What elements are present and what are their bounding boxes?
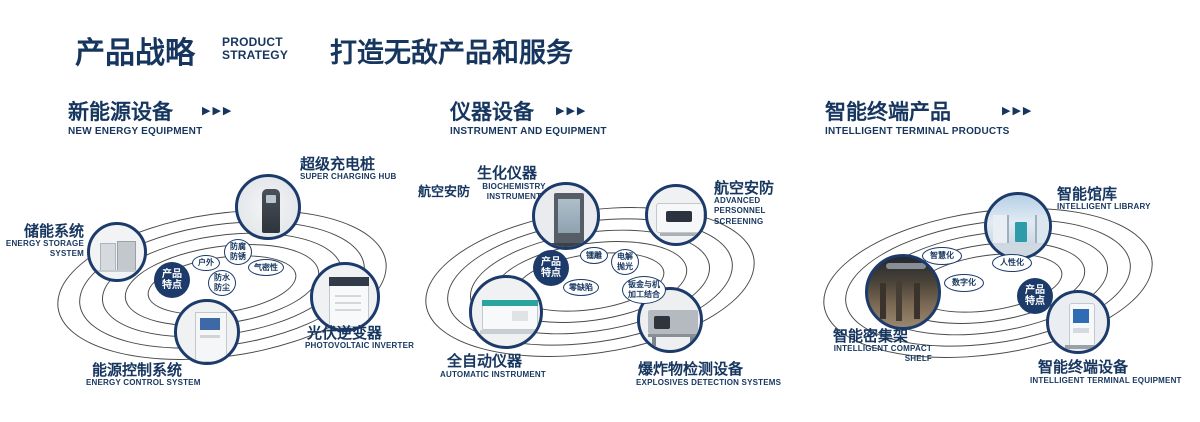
photo-shape — [200, 318, 220, 330]
photo-shape — [200, 335, 220, 338]
item-sublabel-explosives-detection: EXPLOSIVES DETECTION SYSTEMS — [636, 378, 782, 387]
photo-shape — [648, 334, 698, 337]
photo-shape — [654, 316, 670, 329]
photo-shape — [329, 277, 369, 286]
item-sublabel-intelligent-library: INTELLIGENT LIBRARY — [1057, 202, 1151, 211]
photo-shape — [480, 330, 538, 334]
photo-intelligent-library — [984, 192, 1052, 260]
item-label-biochemistry: 生化仪器 — [477, 165, 538, 182]
item-sublabel-aviation-security: ADVANCED PERSONNEL SCREENING — [714, 196, 766, 226]
section-subtitle-new-energy: NEW ENERGY EQUIPMENT — [68, 126, 203, 137]
feature-bubble: 数字化 — [944, 274, 984, 292]
photo-shape — [666, 211, 692, 222]
item-sublabel-energy-control: ENERGY CONTROL SYSTEM — [86, 378, 201, 387]
page-title-en: PRODUCT STRATEGY — [222, 36, 288, 62]
side-label-aviation-security: 航空安防 — [418, 184, 471, 199]
item-label-inverter: 光伏逆变器 — [307, 325, 383, 342]
photo-shape — [558, 199, 580, 233]
photo-energy-control — [174, 299, 240, 365]
feature-bubble: 电解抛光 — [611, 249, 639, 275]
photo-shape — [96, 270, 144, 272]
feature-bubble: 户外 — [192, 255, 220, 271]
photo-shape — [335, 302, 361, 304]
feature-bubble: 镭雕 — [580, 247, 608, 264]
feature-bubble: 防水防尘 — [208, 270, 236, 296]
triple-chevron-icon: ▶▶▶ — [1002, 105, 1034, 117]
photo-shape — [266, 195, 276, 203]
feature-bubble: 人性化 — [992, 254, 1032, 272]
feature-bubble: 防腐防锈 — [224, 239, 252, 265]
photo-shape — [896, 281, 902, 321]
item-label-energy-control: 能源控制系统 — [92, 362, 183, 379]
triple-chevron-icon: ▶▶▶ — [202, 105, 234, 117]
photo-shape — [652, 337, 656, 346]
item-sublabel-intelligent-terminal: INTELLIGENT TERMINAL EQUIPMENT — [1030, 376, 1182, 385]
photo-explosives-detection — [637, 287, 703, 353]
photo-photovoltaic-inverter — [310, 262, 380, 332]
feature-bubble: 零缺陷 — [563, 279, 599, 296]
photo-compact-shelf — [865, 254, 941, 330]
item-label-compact-shelf: 智能密集架 — [833, 328, 909, 345]
photo-shape — [482, 300, 538, 306]
item-label-energy-storage: 储能系统 — [23, 223, 84, 240]
page-title: 产品战略 — [75, 37, 195, 70]
item-label-automatic-instrument: 全自动仪器 — [447, 353, 523, 370]
product-features-badge: 产品特点 — [533, 250, 569, 286]
photo-shape — [914, 283, 920, 319]
section-title-instruments: 仪器设备 — [450, 101, 534, 124]
photo-shape — [1073, 309, 1089, 323]
feature-bubble: 智慧化 — [922, 247, 962, 265]
item-label-charging-hub: 超级充电桩 — [300, 156, 376, 173]
feature-bubble: 气密性 — [248, 259, 284, 276]
photo-shape — [660, 233, 698, 236]
item-label-intelligent-terminal: 智能终端设备 — [1038, 359, 1129, 376]
photo-shape — [993, 215, 1009, 243]
photo-shape — [512, 311, 528, 321]
section-title-intelligent-terminal: 智能终端产品 — [825, 101, 951, 124]
slogan: 打造无敌产品和服务 — [330, 38, 573, 68]
photo-shape — [1015, 222, 1027, 242]
section-subtitle-intelligent-terminal: INTELLIGENT TERMINAL PRODUCTS — [825, 126, 1010, 137]
photo-automatic-instrument — [469, 275, 543, 349]
photo-shape — [335, 309, 361, 311]
photo-shape — [886, 263, 926, 269]
photo-shape — [690, 337, 694, 346]
item-sublabel-inverter: PHOTOVOLTAIC INVERTER — [305, 341, 415, 350]
photo-shape — [1073, 328, 1089, 333]
photo-shape — [550, 243, 588, 247]
photo-super-charging-hub — [235, 174, 301, 240]
triple-chevron-icon: ▶▶▶ — [556, 105, 588, 117]
page-title-en-line2: STRATEGY — [222, 48, 289, 62]
page-title-en-line1: PRODUCT — [222, 35, 283, 49]
section-subtitle-instruments: INSTRUMENT AND EQUIPMENT — [450, 126, 607, 137]
photo-biochemistry-instrument — [532, 182, 600, 250]
product-features-badge: 产品特点 — [154, 262, 190, 298]
item-label-explosives-detection: 爆炸物检测设备 — [638, 361, 744, 378]
photo-energy-storage — [87, 222, 147, 282]
item-sublabel-energy-storage: ENERGY STORAGE SYSTEM — [5, 239, 84, 259]
item-label-aviation-security: 航空安防 — [714, 180, 775, 197]
photo-shape — [100, 243, 116, 271]
product-features-badge: 产品特点 — [1017, 278, 1053, 314]
feature-bubble: 钣金与机加工结合 — [622, 276, 666, 304]
photo-shape — [1065, 345, 1097, 349]
photo-shape — [117, 241, 136, 271]
section-title-new-energy: 新能源设备 — [68, 101, 173, 124]
photo-shape — [335, 295, 361, 297]
item-sublabel-compact-shelf: INTELLIGENT COMPACT SHELF — [833, 344, 932, 364]
item-sublabel-charging-hub: SUPER CHARGING HUB — [300, 172, 397, 181]
photo-intelligent-terminal — [1046, 290, 1110, 354]
photo-personnel-screening — [645, 184, 707, 246]
item-label-intelligent-library: 智能馆库 — [1057, 186, 1118, 203]
item-sublabel-biochemistry: BIOCHEMISTRY INSTRUMENT — [482, 182, 546, 202]
item-sublabel-automatic-instrument: AUTOMATIC INSTRUMENT — [440, 370, 546, 379]
photo-shape — [1035, 215, 1049, 243]
photo-shape — [880, 283, 886, 319]
